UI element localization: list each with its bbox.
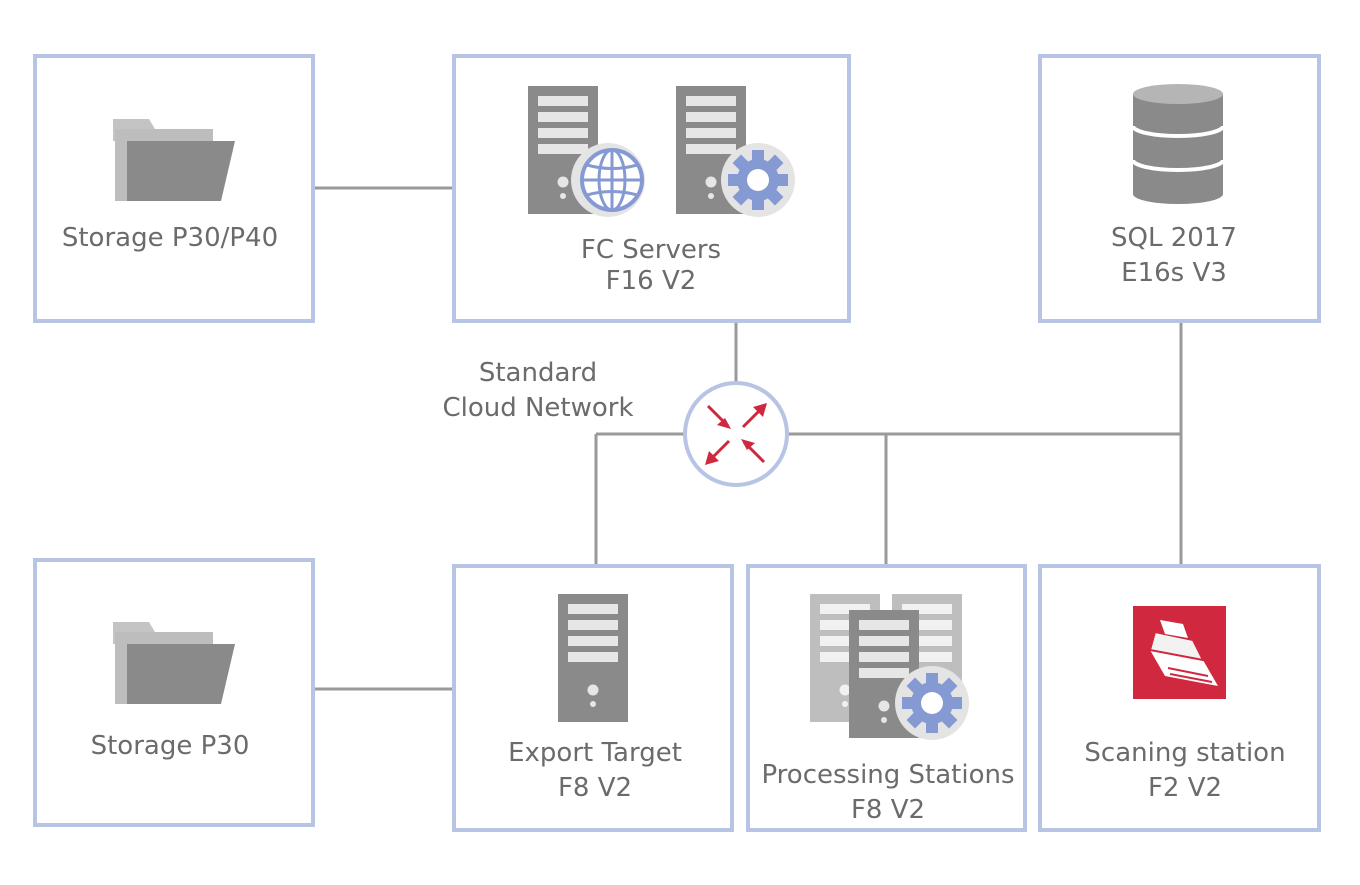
processing-sublabel: F8 V2 [851, 795, 925, 825]
network-switch[interactable] [683, 381, 789, 487]
export-target-sublabel: F8 V2 [558, 773, 632, 803]
fc-servers-sublabel: F16 V2 [606, 266, 697, 296]
scanning-sublabel: F2 V2 [1148, 773, 1222, 803]
web-server-icon [528, 86, 645, 217]
connectors [314, 186, 1183, 691]
database-icon [1131, 84, 1225, 204]
node-sql[interactable]: SQL 2017 E16s V3 [1038, 54, 1321, 323]
storage-bottom-label: Storage P30 [91, 731, 250, 761]
network-switch-icon [705, 403, 767, 465]
processing-label: Processing Stations [761, 760, 1014, 790]
network-label: Standard [479, 358, 597, 388]
fc-servers-label: FC Servers [581, 235, 721, 265]
node-storage-top[interactable]: Storage P30/P40 [33, 54, 315, 323]
node-storage-bottom[interactable]: Storage P30 [33, 558, 315, 827]
sql-sublabel: E16s V3 [1121, 258, 1227, 288]
scanner-icon [1133, 606, 1226, 699]
server-icon [558, 594, 628, 722]
node-fc-servers[interactable]: FC Servers F16 V2 [452, 54, 851, 323]
node-scanning[interactable]: Scaning station F2 V2 [1038, 564, 1321, 832]
node-export-target[interactable]: Export Target F8 V2 [452, 564, 734, 832]
scanning-label: Scaning station [1084, 738, 1285, 768]
sql-label: SQL 2017 [1111, 223, 1237, 253]
server-cluster-gear-icon [810, 594, 969, 740]
node-processing[interactable]: Processing Stations F8 V2 [746, 564, 1027, 832]
storage-top-label: Storage P30/P40 [62, 223, 278, 253]
network-sublabel: Cloud Network [442, 393, 633, 423]
export-target-label: Export Target [508, 738, 682, 768]
